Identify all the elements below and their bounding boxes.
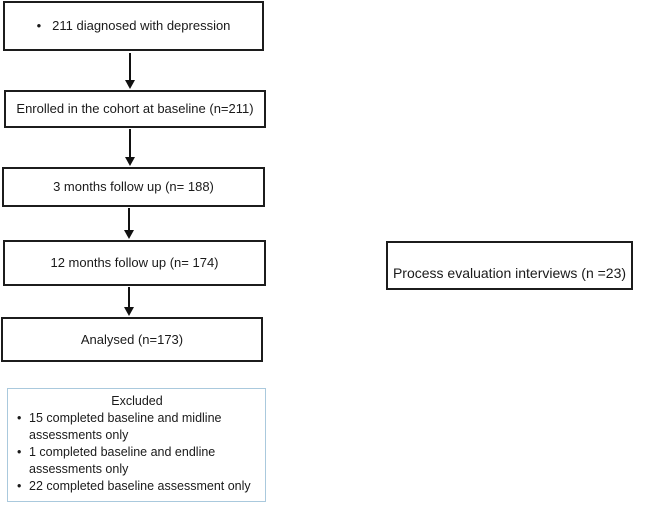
excluded-item: 15 completed baseline and midline assess… [17,410,257,444]
arrow-down-icon [123,287,134,316]
excluded-item-text: 15 completed baseline and midline assess… [29,411,222,442]
arrow-down-icon [124,53,135,89]
excluded-item: 1 completed baseline and endline assessm… [17,444,257,478]
box-diagnosed-label: 211 diagnosed with depression [52,18,231,34]
box-process-label: Process evaluation interviews (n =23) [392,265,627,282]
box-followup12-label: 12 months follow up (n= 174) [50,255,219,271]
box-enrolled-label: Enrolled in the cohort at baseline (n=21… [16,101,254,117]
box-12-months-follow-up: 12 months follow up (n= 174) [3,240,266,286]
arrow-shaft [128,53,131,80]
box-analysed-label: Analysed (n=173) [80,331,184,347]
bullet-icon [17,478,29,495]
arrow-down-icon [123,208,134,239]
excluded-item-text: 22 completed baseline assessment only [29,479,251,493]
excluded-box: Excluded 15 completed baseline and midli… [7,388,266,502]
bullet-icon [37,18,42,34]
box-3-months-follow-up: 3 months follow up (n= 188) [2,167,265,207]
bullet-icon [17,444,29,461]
excluded-item: 22 completed baseline assessment only [17,478,257,495]
arrowhead-icon [124,157,135,166]
arrow-shaft [127,208,130,230]
bullet-icon [17,410,29,427]
box-process-evaluation-interviews: Process evaluation interviews (n =23) [386,241,633,290]
box-diagnosed-with-depression: 211 diagnosed with depression [3,1,264,51]
arrow-down-icon [124,129,135,166]
arrowhead-icon [124,80,135,89]
box-analysed: Analysed (n=173) [1,317,263,362]
box-enrolled-baseline: Enrolled in the cohort at baseline (n=21… [4,90,266,128]
excluded-item-text: 1 completed baseline and endline assessm… [29,445,216,476]
arrowhead-icon [123,307,134,316]
arrow-shaft [128,129,131,157]
arrow-shaft [127,287,130,307]
excluded-title: Excluded [111,394,163,408]
arrowhead-icon [123,230,134,239]
box-followup3-label: 3 months follow up (n= 188) [53,179,214,195]
